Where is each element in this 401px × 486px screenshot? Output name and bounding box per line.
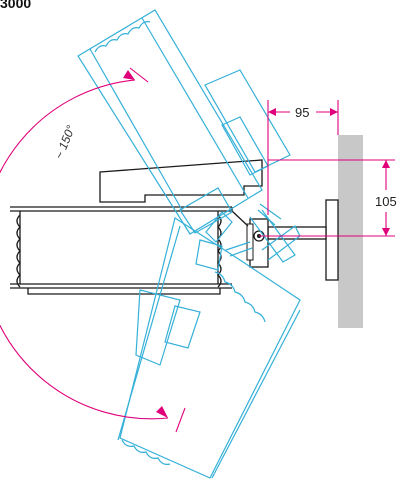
- rotation-angle-label: ~ 150°: [52, 123, 78, 161]
- dimension-arrowheads: [123, 70, 390, 418]
- luminaire-horizontal: [10, 159, 263, 295]
- wall-plate: [325, 199, 339, 281]
- dimension-height-label: 105: [375, 194, 397, 209]
- dimension-width-label: 95: [295, 105, 309, 120]
- page-title: 3000: [0, 0, 32, 11]
- luminaire-tilted-up: [77, 9, 301, 263]
- wall: [338, 135, 363, 328]
- luminaire-tilted-down: [117, 211, 301, 479]
